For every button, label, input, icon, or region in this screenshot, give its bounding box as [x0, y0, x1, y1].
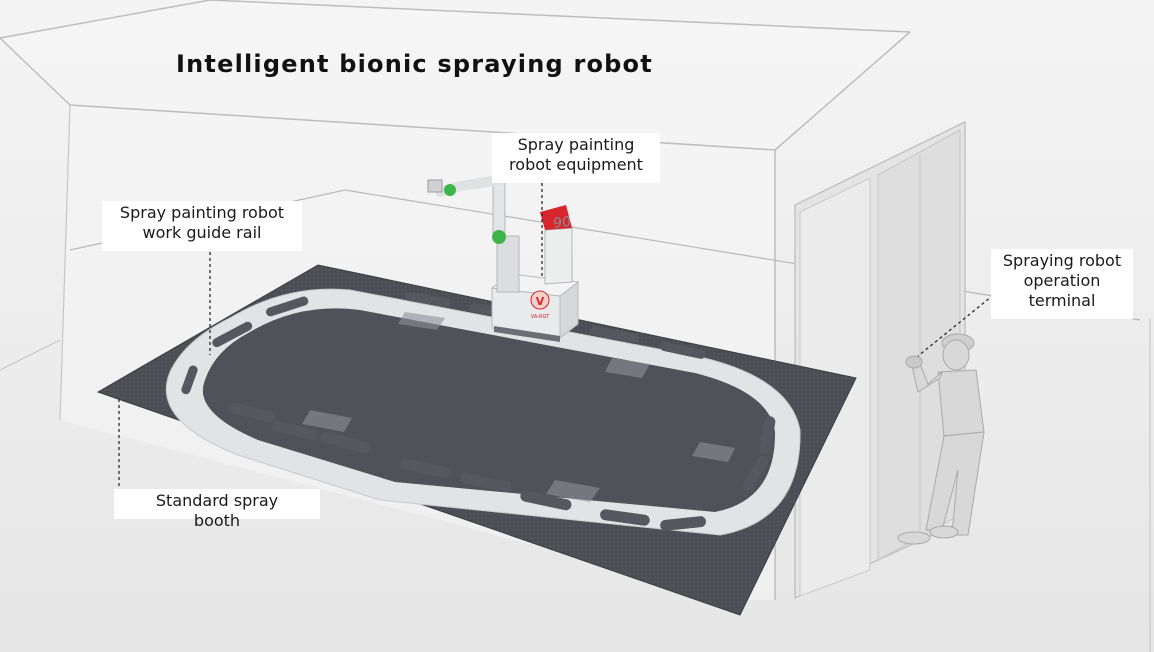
floor-panels	[302, 312, 735, 502]
svg-text:V: V	[536, 295, 545, 308]
label-line: terminal	[1028, 291, 1096, 310]
label-guide-rail: Spray painting robot work guide rail	[102, 201, 302, 251]
label-line: operation	[1023, 271, 1101, 290]
operator-figure	[897, 333, 985, 545]
robot-number: 90	[553, 214, 571, 232]
label-line: booth	[193, 511, 241, 530]
label-line: work guide rail	[142, 223, 262, 242]
label-line: Spray painting	[517, 135, 635, 154]
label-operation-terminal: Spraying robot operation terminal	[991, 249, 1133, 319]
label-spray-booth: Standard spray booth	[114, 489, 320, 530]
label-line: Standard spray	[155, 491, 279, 510]
floor-inner	[202, 308, 776, 512]
label-line: robot equipment	[509, 155, 643, 174]
label-robot-equipment: Spray painting robot equipment	[492, 133, 660, 183]
robot-equipment: V VA-RGT 90	[427, 175, 580, 342]
diagram-title: Intelligent bionic spraying robot	[176, 50, 653, 78]
label-line: Spraying robot	[1002, 251, 1122, 270]
label-line: Spray painting robot	[119, 203, 285, 222]
robot-logo-text: VA-RGT	[531, 314, 550, 320]
